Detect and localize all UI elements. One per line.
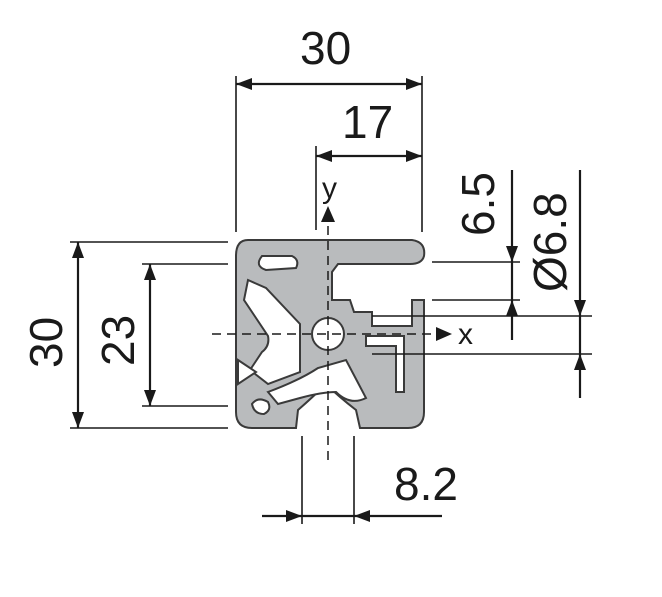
profile-slot-top-left [257, 255, 299, 272]
profile-cavity-left [242, 278, 301, 386]
y-axis-label: y [322, 172, 337, 205]
profile-slot-right [365, 335, 405, 393]
dim-bore-diameter-arrow-bottom [574, 354, 586, 370]
dim-bore-diameter-label: Ø6.8 [524, 192, 576, 292]
dim-overall-width-arrow-right [406, 78, 422, 90]
dim-overall-height-arrow-top [72, 242, 84, 258]
dim-slot-offset: 6.5 [432, 170, 520, 340]
profile-cavity-bottom [266, 358, 368, 406]
dim-overall-width-arrow-left [236, 78, 252, 90]
dim-slot-offset-arrow-top [506, 246, 518, 262]
y-axis-arrowhead [321, 206, 335, 222]
dim-slot-width-arrow-left [286, 510, 302, 522]
dim-slot-offset-label: 6.5 [452, 172, 504, 236]
dim-half-width-label: 17 [342, 96, 393, 148]
dim-half-width: 17 [315, 96, 422, 230]
dim-inner-height-label: 23 [92, 315, 144, 366]
dim-overall-height-arrow-bottom [72, 412, 84, 428]
dim-slot-width-label: 8.2 [394, 458, 458, 510]
x-axis-label: x [458, 318, 473, 351]
dim-bore-diameter-arrow-top [574, 300, 586, 316]
dim-overall-height-label: 30 [20, 317, 72, 368]
dim-inner-height: 23 [92, 263, 228, 407]
dim-half-width-arrow-right [406, 150, 422, 162]
dim-slot-width-arrow-right [354, 510, 370, 522]
dim-overall-height: 30 [20, 241, 228, 429]
dim-slot-offset-arrow-bottom [506, 300, 518, 316]
dim-half-width-arrow-left [316, 150, 332, 162]
profile-notch-left [237, 358, 258, 386]
dim-bore-diameter: Ø6.8 [372, 170, 592, 398]
axes: x y [212, 172, 473, 460]
profile-hole-bottom-left [250, 398, 271, 416]
dim-inner-height-arrow-top [144, 264, 156, 280]
dim-overall-width-label: 30 [300, 22, 351, 74]
dim-inner-height-arrow-bottom [144, 390, 156, 406]
x-axis-arrowhead [436, 327, 452, 341]
dim-overall-width: 30 [235, 22, 423, 232]
profile-section [235, 239, 426, 429]
dim-slot-width: 8.2 [262, 436, 458, 524]
